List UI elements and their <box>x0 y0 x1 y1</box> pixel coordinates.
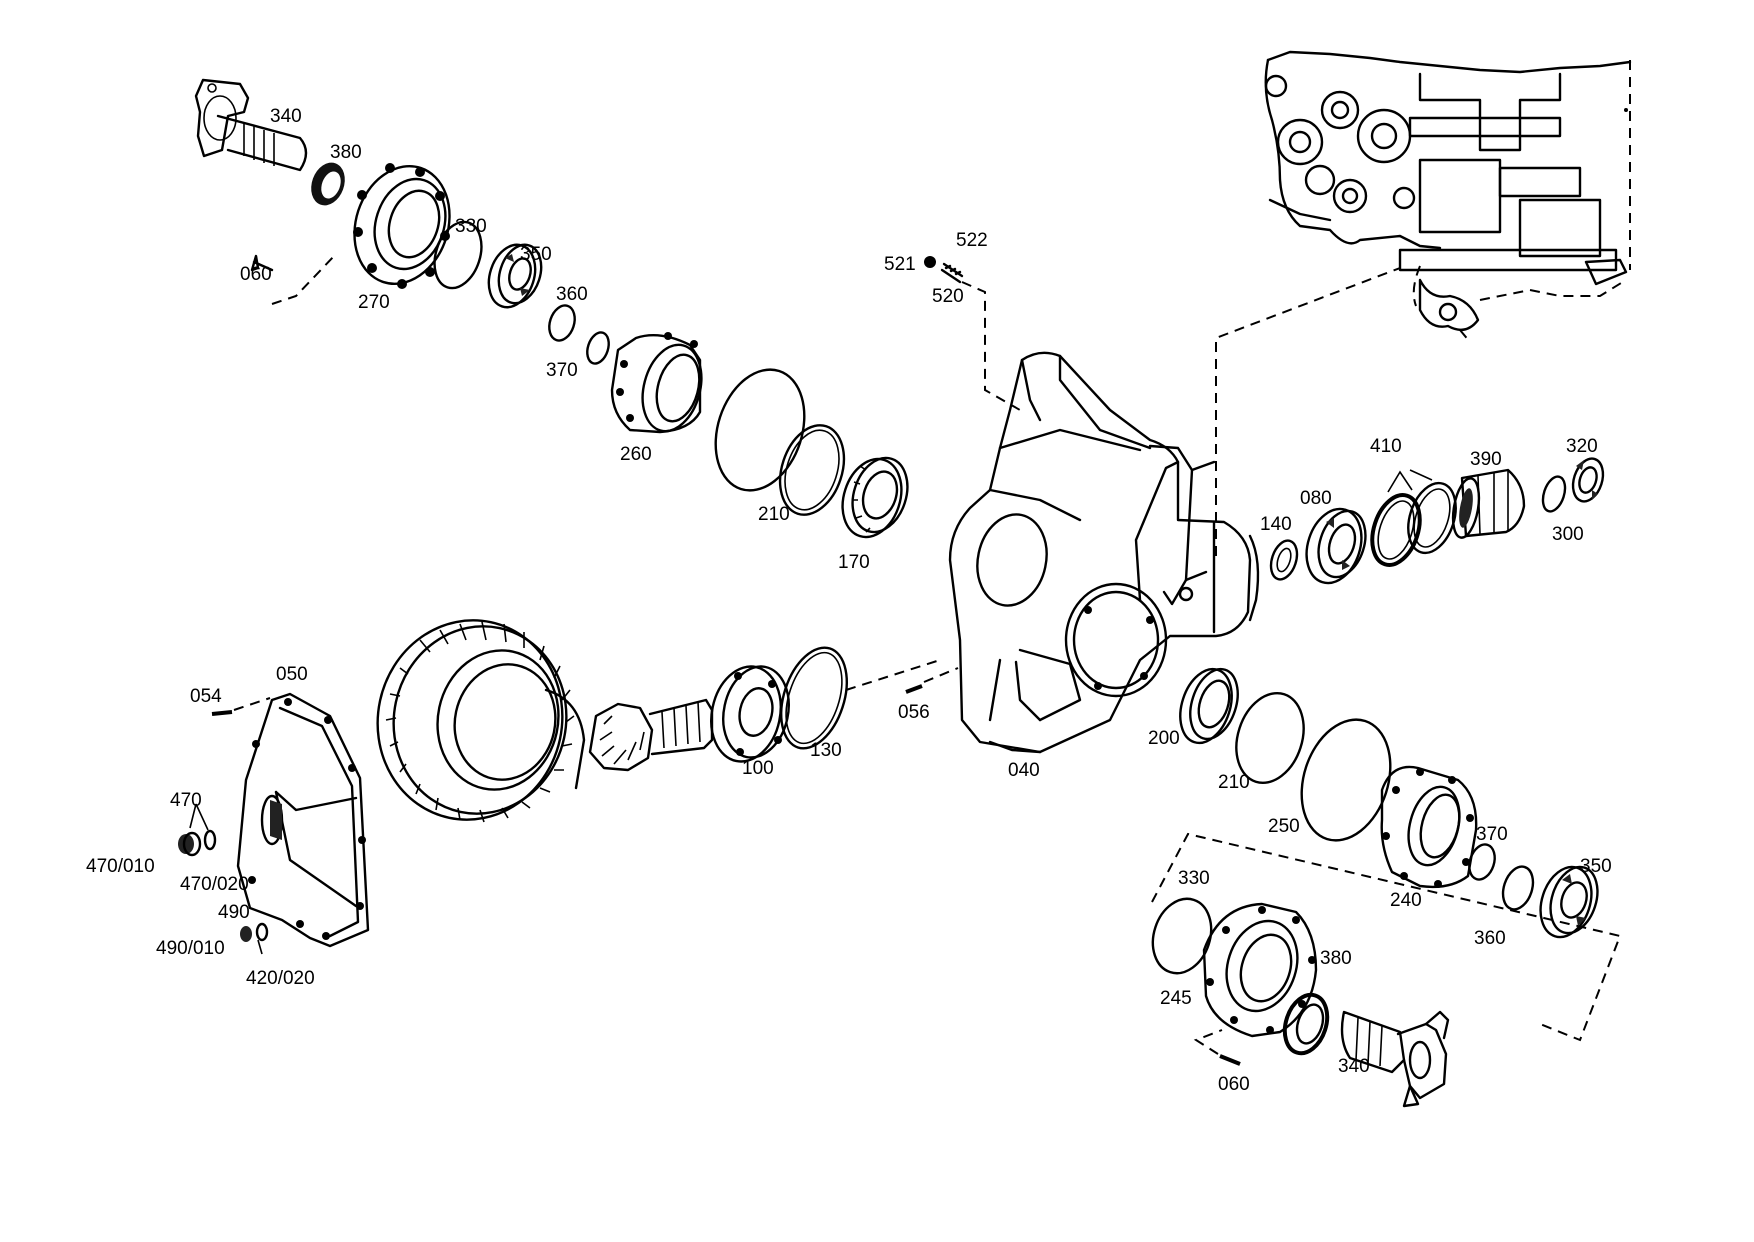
nut-320 <box>1571 457 1605 503</box>
label-470-020: 470/020 <box>180 874 249 895</box>
label-350-bottom: 350 <box>1580 856 1612 877</box>
label-360-top: 360 <box>556 284 588 305</box>
label-420-020: 420/020 <box>246 968 315 989</box>
label-360-bottom: 360 <box>1474 928 1506 949</box>
pinion-shaft <box>588 698 714 772</box>
ring-370-bottom <box>1468 843 1496 881</box>
bolt-054 <box>211 710 233 716</box>
label-056: 056 <box>898 702 930 723</box>
label-060-top: 060 <box>240 264 272 285</box>
label-100: 100 <box>742 758 774 779</box>
label-080: 080 <box>1300 488 1332 509</box>
bearing-200 <box>1179 667 1239 745</box>
bearing-cover-270 <box>353 163 451 289</box>
label-260: 260 <box>620 444 652 465</box>
gearbox-housing-context <box>1264 50 1632 343</box>
label-410: 410 <box>1370 436 1402 457</box>
ring-360-top <box>548 304 576 342</box>
label-520: 520 <box>932 286 964 307</box>
plug-521-522-520 <box>924 256 1021 411</box>
cover-050 <box>236 692 370 948</box>
label-370-top: 370 <box>546 360 578 381</box>
ring-370-top <box>586 331 610 365</box>
label-370-bottom: 370 <box>1476 824 1508 845</box>
label-470-010: 470/010 <box>86 856 155 877</box>
screw-056 <box>905 667 959 694</box>
label-330-top: 330 <box>455 216 487 237</box>
ring-140 <box>1269 539 1299 581</box>
label-140: 140 <box>1260 514 1292 535</box>
o-ring-250 <box>1300 718 1392 842</box>
taper-bearing-170 <box>841 456 909 539</box>
ring-gear <box>376 619 586 823</box>
bearing-housing-240 <box>1380 765 1478 889</box>
label-210-bottom: 210 <box>1218 772 1250 793</box>
label-060-bottom: 060 <box>1218 1074 1250 1095</box>
o-ring-210-top <box>778 424 846 516</box>
o-ring-330-top <box>433 220 483 290</box>
o-ring-large-top <box>714 368 806 492</box>
label-250: 250 <box>1268 816 1300 837</box>
axle-housing-040 <box>948 351 1260 754</box>
label-350-top: 350 <box>520 244 552 265</box>
label-200: 200 <box>1148 728 1180 749</box>
bearing-350-bottom <box>1539 865 1599 939</box>
o-ring-210-bottom <box>1235 691 1305 785</box>
label-050: 050 <box>276 664 308 685</box>
label-490-010: 490/010 <box>156 938 225 959</box>
seal-380-top <box>311 162 345 206</box>
label-330-bottom: 330 <box>1178 868 1210 889</box>
flange-340-bottom <box>1340 1010 1450 1108</box>
o-ring-330-bottom <box>1151 897 1213 975</box>
label-210-top: 210 <box>758 504 790 525</box>
ring-360-bottom <box>1501 865 1535 911</box>
label-270: 270 <box>358 292 390 313</box>
label-170: 170 <box>838 552 870 573</box>
o-ring-130 <box>780 646 848 750</box>
bearing-080 <box>1305 507 1367 585</box>
label-040: 040 <box>1008 760 1040 781</box>
seal-380-bottom <box>1282 992 1330 1056</box>
bolt-060-bottom <box>1193 1029 1241 1066</box>
label-240: 240 <box>1390 890 1422 911</box>
label-245: 245 <box>1160 988 1192 1009</box>
plug-470 <box>178 803 217 857</box>
seal-410 <box>1370 469 1457 567</box>
label-054: 054 <box>190 686 222 707</box>
label-470: 470 <box>170 790 202 811</box>
label-130: 130 <box>810 740 842 761</box>
label-521: 521 <box>884 254 916 275</box>
nut-390 <box>1451 468 1526 539</box>
label-490: 490 <box>218 902 250 923</box>
label-380-top: 380 <box>330 142 362 163</box>
label-340-top: 340 <box>270 106 302 127</box>
label-300: 300 <box>1552 524 1584 545</box>
leader-040-to-gearbox <box>1215 267 1401 556</box>
bearing-cover-245 <box>1202 902 1318 1038</box>
ring-300 <box>1541 475 1567 513</box>
label-390: 390 <box>1470 449 1502 470</box>
bearing-housing-260 <box>610 332 703 434</box>
bearing-350-top <box>487 243 543 309</box>
label-340-bottom: 340 <box>1338 1056 1370 1077</box>
assembly-bracket-dashed <box>1151 832 1622 1042</box>
label-522: 522 <box>956 230 988 251</box>
part-labels: 340 380 330 350 360 370 060 270 260 210 … <box>86 106 1612 1095</box>
drain-490 <box>240 922 269 955</box>
label-320: 320 <box>1566 436 1598 457</box>
flange-340-top <box>194 78 308 172</box>
bolt-060-top <box>250 253 337 305</box>
bearing-100 <box>710 665 790 763</box>
label-380-bottom: 380 <box>1320 948 1352 969</box>
